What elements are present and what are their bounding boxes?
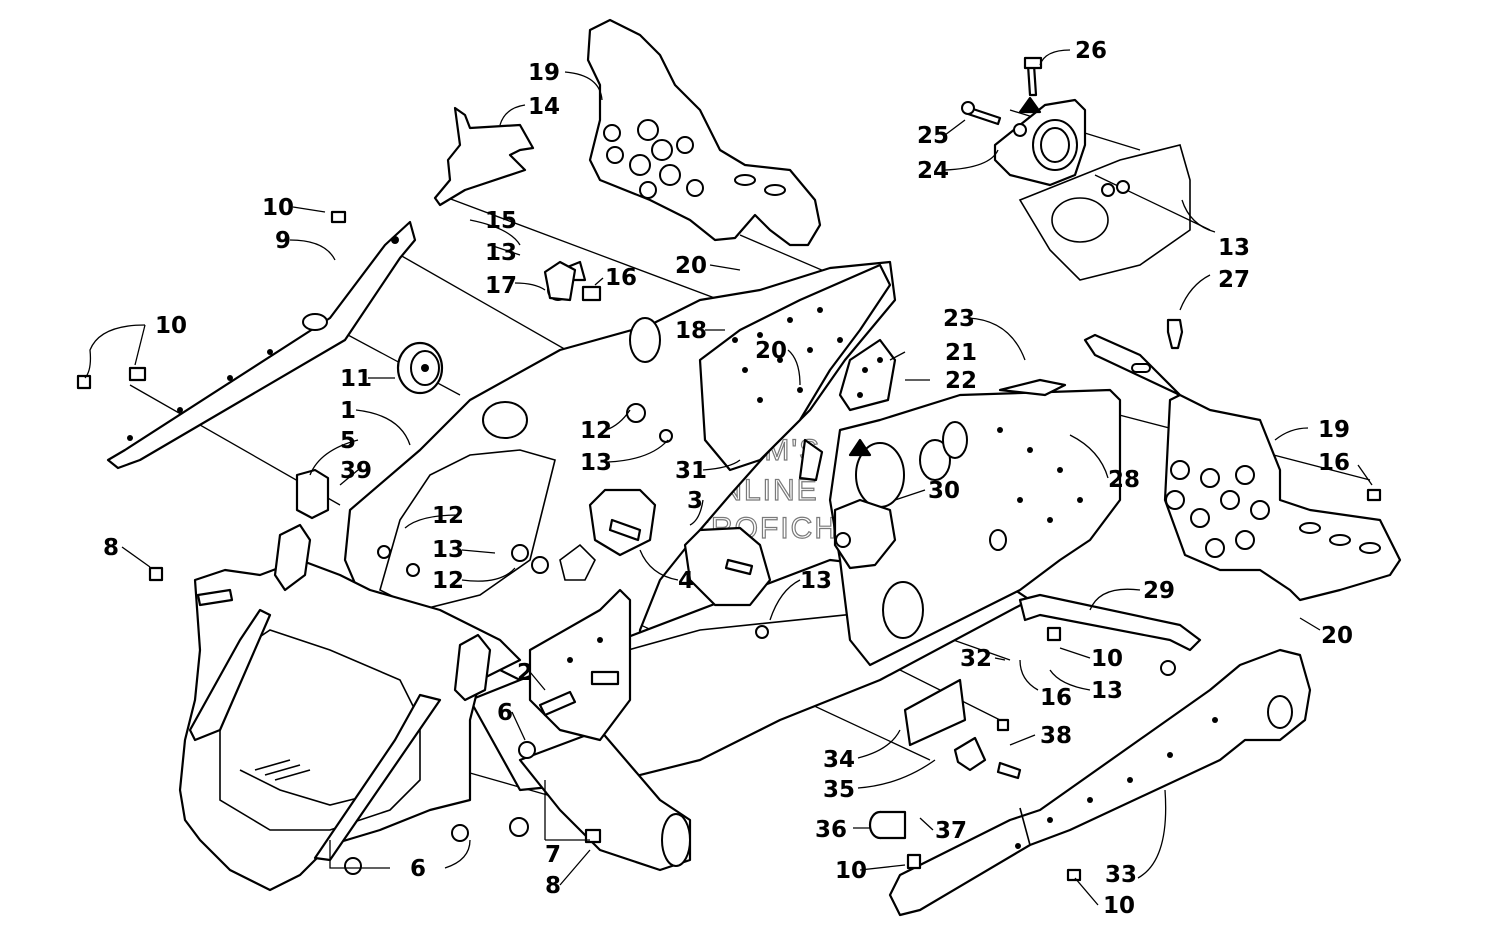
- leader-lines: [84, 49, 1373, 906]
- callout-9: 9: [275, 228, 291, 254]
- fasteners: [76, 180, 1382, 882]
- callout-13: 13: [1218, 235, 1250, 261]
- callout-18: 18: [675, 318, 707, 344]
- callout-27: 27: [1218, 267, 1250, 293]
- callout-12: 12: [432, 568, 464, 594]
- callout-32: 32: [960, 646, 992, 672]
- part-9-left-rail: [106, 220, 417, 470]
- callout-10: 10: [835, 858, 867, 884]
- callout-24: 24: [917, 158, 949, 184]
- callout-11: 11: [340, 366, 372, 392]
- callout-35: 35: [823, 777, 855, 803]
- part-19-right-plate: [1083, 333, 1402, 602]
- callouts: 26 19 14 25 24 13 10 9 15 13 17 16 20 27…: [103, 38, 1353, 919]
- part-11-roller: [396, 341, 444, 395]
- part-19-upper-plate: [586, 18, 822, 247]
- callout-1: 1: [340, 398, 356, 424]
- callout-33: 33: [1105, 862, 1137, 888]
- callout-38: 38: [1040, 723, 1072, 749]
- part-21-plate: [838, 338, 897, 412]
- callout-31: 31: [675, 458, 707, 484]
- callout-16: 16: [1318, 450, 1350, 476]
- callout-10: 10: [155, 313, 187, 339]
- part-29-arm: [1018, 593, 1202, 652]
- callout-36: 36: [815, 817, 847, 843]
- callout-39: 39: [340, 458, 372, 484]
- callout-20: 20: [755, 338, 787, 364]
- callout-6: 6: [497, 700, 513, 726]
- callout-29: 29: [1143, 578, 1175, 604]
- part-24-bearing-bracket: [961, 56, 1191, 281]
- callout-13: 13: [485, 240, 517, 266]
- callout-19: 19: [1318, 417, 1350, 443]
- callout-13: 13: [580, 450, 612, 476]
- callout-19: 19: [528, 60, 560, 86]
- callout-20: 20: [1321, 623, 1353, 649]
- callout-13: 13: [1091, 678, 1123, 704]
- callout-14: 14: [528, 94, 560, 120]
- callout-7: 7: [545, 842, 561, 868]
- callout-17: 17: [485, 273, 517, 299]
- callout-25: 25: [917, 123, 949, 149]
- callout-12: 12: [432, 503, 464, 529]
- callout-2: 2: [517, 660, 533, 686]
- callout-34: 34: [823, 747, 855, 773]
- callout-3: 3: [687, 488, 703, 514]
- callout-8: 8: [545, 873, 561, 899]
- callout-23: 23: [943, 306, 975, 332]
- callout-16: 16: [1040, 685, 1072, 711]
- callout-22: 22: [945, 368, 977, 394]
- callout-16: 16: [605, 265, 637, 291]
- callout-10: 10: [1091, 646, 1123, 672]
- part-23-right-panel: [828, 378, 1122, 667]
- part-36-knob: [868, 810, 907, 840]
- callout-21: 21: [945, 340, 977, 366]
- callout-15: 15: [485, 208, 517, 234]
- part-34-plate: [903, 678, 967, 747]
- callout-4: 4: [678, 568, 694, 594]
- callout-30: 30: [928, 478, 960, 504]
- callout-20: 20: [675, 253, 707, 279]
- callout-13: 13: [800, 568, 832, 594]
- callout-10: 10: [262, 195, 294, 221]
- callout-10: 10: [1103, 893, 1135, 919]
- callout-8: 8: [103, 535, 119, 561]
- callout-13: 13: [432, 537, 464, 563]
- callout-37: 37: [935, 818, 967, 844]
- part-14-shield: [433, 106, 535, 207]
- callout-6: 6: [410, 856, 426, 882]
- callout-28: 28: [1108, 467, 1140, 493]
- part-35-block: [953, 736, 987, 772]
- part-33-right-rail: [888, 648, 1312, 917]
- callout-5: 5: [340, 428, 356, 454]
- callout-26: 26: [1075, 38, 1107, 64]
- callout-12: 12: [580, 418, 612, 444]
